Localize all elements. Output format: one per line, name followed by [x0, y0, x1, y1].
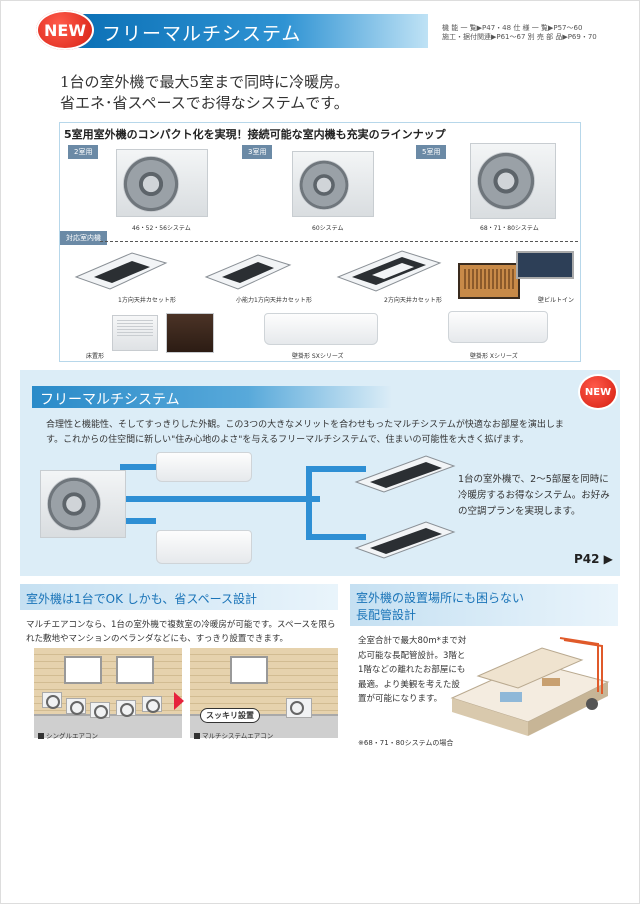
- outdoor-tag: 5室用: [416, 145, 447, 159]
- arrow-right-icon: [174, 692, 184, 710]
- reference-line: 機 能 一 覧▶P47・48 仕 様 一 覧▶P57～60: [442, 24, 583, 32]
- outdoor-caption: 60システム: [312, 225, 344, 232]
- page-header: NEW フリーマルチシステム 機 能 一 覧▶P47・48 仕 様 一 覧▶P5…: [18, 10, 626, 50]
- indoor-caption: 小能力1方向天井カセット形: [236, 297, 312, 304]
- headline-line: 1台の室外機で最大5室まで同時に冷暖房。: [60, 73, 350, 91]
- page-reference-link[interactable]: P42 ▶: [574, 552, 613, 566]
- wall-unit-image: [156, 452, 252, 482]
- pipe-line: [306, 534, 366, 540]
- cassette-unit-image: [336, 250, 442, 292]
- cassette-unit-image: [204, 254, 292, 290]
- system-summary: 1台の室外機で、2～5部屋を同時に冷暖房するお得なシステム。お好みの空調プランを…: [458, 474, 610, 517]
- section-header: 室外機は1台でOK しかも、省スペース設計: [20, 584, 338, 610]
- multi-aircon-illustration: [190, 648, 338, 738]
- indoor-caption: 床置形: [86, 353, 105, 360]
- page-title: フリーマルチシステム: [102, 23, 302, 45]
- new-badge: NEW: [578, 374, 618, 410]
- title-line: 室外機の設置場所にも困らない: [356, 591, 525, 605]
- fan-icon: [299, 160, 349, 210]
- fan-icon: [123, 156, 179, 212]
- lineup-panel: 5室用室外機のコンパクト化を実現！接続可能な室内機も充実のラインナップ 2室用 …: [59, 122, 581, 362]
- pipe-line: [120, 496, 320, 502]
- outdoor-caption: 68・71・80システム: [480, 225, 539, 232]
- indoor-caption: 壁掛形 Xシリーズ: [470, 353, 518, 360]
- wall-builtin-panel-image: [516, 251, 574, 279]
- headline-line: 省エネ･省スペースでお得なシステムです。: [60, 94, 349, 112]
- pipe-line: [120, 464, 156, 470]
- pipe-line: [306, 466, 312, 540]
- section-title-band: [32, 386, 392, 408]
- floor-unit-image: [112, 315, 158, 351]
- footnote: ※68・71・80システムの場合: [358, 739, 454, 747]
- single-aircon-illustration: [34, 648, 182, 738]
- fan-icon: [477, 152, 535, 210]
- header-title-bar: [68, 14, 428, 48]
- cassette-unit-image: [354, 521, 456, 559]
- indoor-caption: 2方向天井カセット形: [384, 297, 442, 304]
- lineup-title: 5室用室外機のコンパクト化を実現！接続可能な室内機も充実のラインナップ: [64, 128, 446, 141]
- callout-label: スッキリ設置: [200, 708, 260, 723]
- outdoor-tag: 2室用: [68, 145, 99, 159]
- house-cutaway-illustration: [450, 637, 610, 736]
- fan-icon: [47, 477, 101, 531]
- long-piping-section: 室外機の設置場所にも困らない 長配管設計 全室合計で最大80m*まで対応可能な長…: [350, 584, 618, 750]
- pipe-line: [120, 518, 156, 524]
- section-text: 全室合計で最大80m*まで対応可能な長配管設計。3階と1階などの離れたお部屋にも…: [358, 636, 467, 704]
- wall-unit-image: [156, 530, 252, 564]
- multi-system-section: フリーマルチシステム NEW 合理性と機能性、そしてすっきりした外観。この3つの…: [20, 370, 620, 576]
- outdoor-unit-image: [292, 151, 374, 217]
- outdoor-caption: 46・52・56システム: [132, 225, 191, 232]
- description-line: す。これからの住空間に新しい"住み心地のよさ"を与えるフリーマルチシステムで、住…: [46, 435, 529, 445]
- section-title: 室外機は1台でOK しかも、省スペース設計: [26, 592, 257, 606]
- title-line: 長配管設計: [356, 608, 417, 622]
- section-title: 室外機の設置場所にも困らない 長配管設計: [356, 590, 524, 624]
- indoor-caption: 壁ビルトイン: [538, 297, 575, 304]
- description-line: 合理性と機能性、そしてすっきりした外観。この3つの大きなメリットを合わせもったマ…: [46, 420, 564, 430]
- floor-unit-image: [166, 313, 214, 353]
- outdoor-unit-image: [40, 470, 126, 538]
- illustration-legend: マルチシステムエアコン: [194, 730, 273, 740]
- cassette-unit-image: [354, 455, 456, 493]
- pipe-line: [306, 466, 366, 472]
- wall-unit-image: [264, 313, 378, 345]
- reference-line: 施工・据付関連▶P61～67 別 売 部 品▶P69・70: [442, 33, 597, 41]
- indoor-tag: 対応室内機: [60, 231, 107, 245]
- wall-builtin-image: [458, 263, 520, 299]
- new-badge: NEW: [36, 10, 94, 50]
- outdoor-unit-image: [470, 143, 556, 219]
- space-saving-section: 室外機は1台でOK しかも、省スペース設計 マルチエアコンなら、1台の室外機で複…: [20, 584, 338, 744]
- section-header: 室外機の設置場所にも困らない 長配管設計: [350, 584, 618, 626]
- headline: 1台の室外機で最大5室まで同時に冷暖房。 省エネ･省スペースでお得なシステムです…: [60, 72, 349, 114]
- page-references: 機 能 一 覧▶P47・48 仕 様 一 覧▶P57～60 施工・据付関連▶P6…: [442, 24, 597, 42]
- section-text: マルチエアコンなら、1台の室外機で複数室の冷暖房が可能です。スペースを限られた敷…: [26, 620, 336, 644]
- indoor-caption: 壁掛形 SXシリーズ: [292, 353, 344, 360]
- illustration-legend: シングルエアコン: [38, 730, 98, 740]
- outdoor-tag: 3室用: [242, 145, 273, 159]
- section-description: 合理性と機能性、そしてすっきりした外観。この3つの大きなメリットを合わせもったマ…: [46, 418, 616, 448]
- cassette-unit-image: [74, 252, 168, 290]
- section-title: フリーマルチシステム: [40, 392, 180, 408]
- wall-unit-image: [448, 311, 548, 343]
- divider: [100, 241, 578, 242]
- outdoor-unit-image: [116, 149, 208, 217]
- indoor-caption: 1方向天井カセット形: [118, 297, 176, 304]
